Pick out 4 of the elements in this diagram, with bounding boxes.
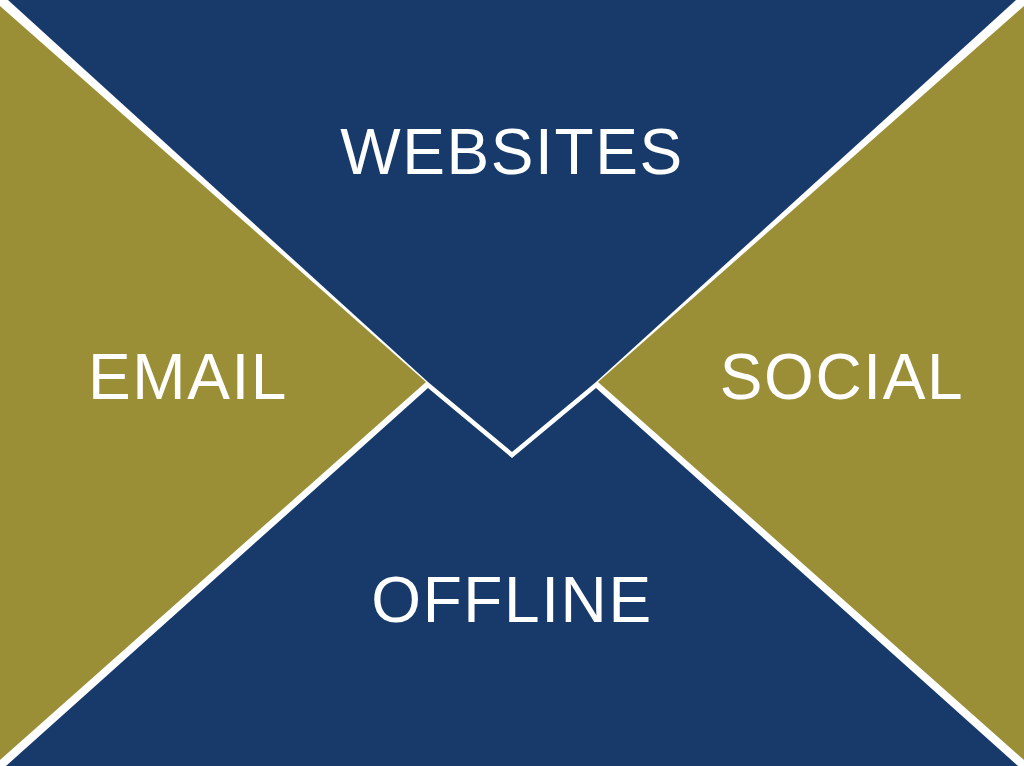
region-label: SOCIAL: [719, 345, 965, 409]
region-label: EMAIL: [87, 345, 289, 409]
region-label: OFFLINE: [371, 568, 653, 632]
region-label: WEBSITES: [340, 120, 684, 184]
